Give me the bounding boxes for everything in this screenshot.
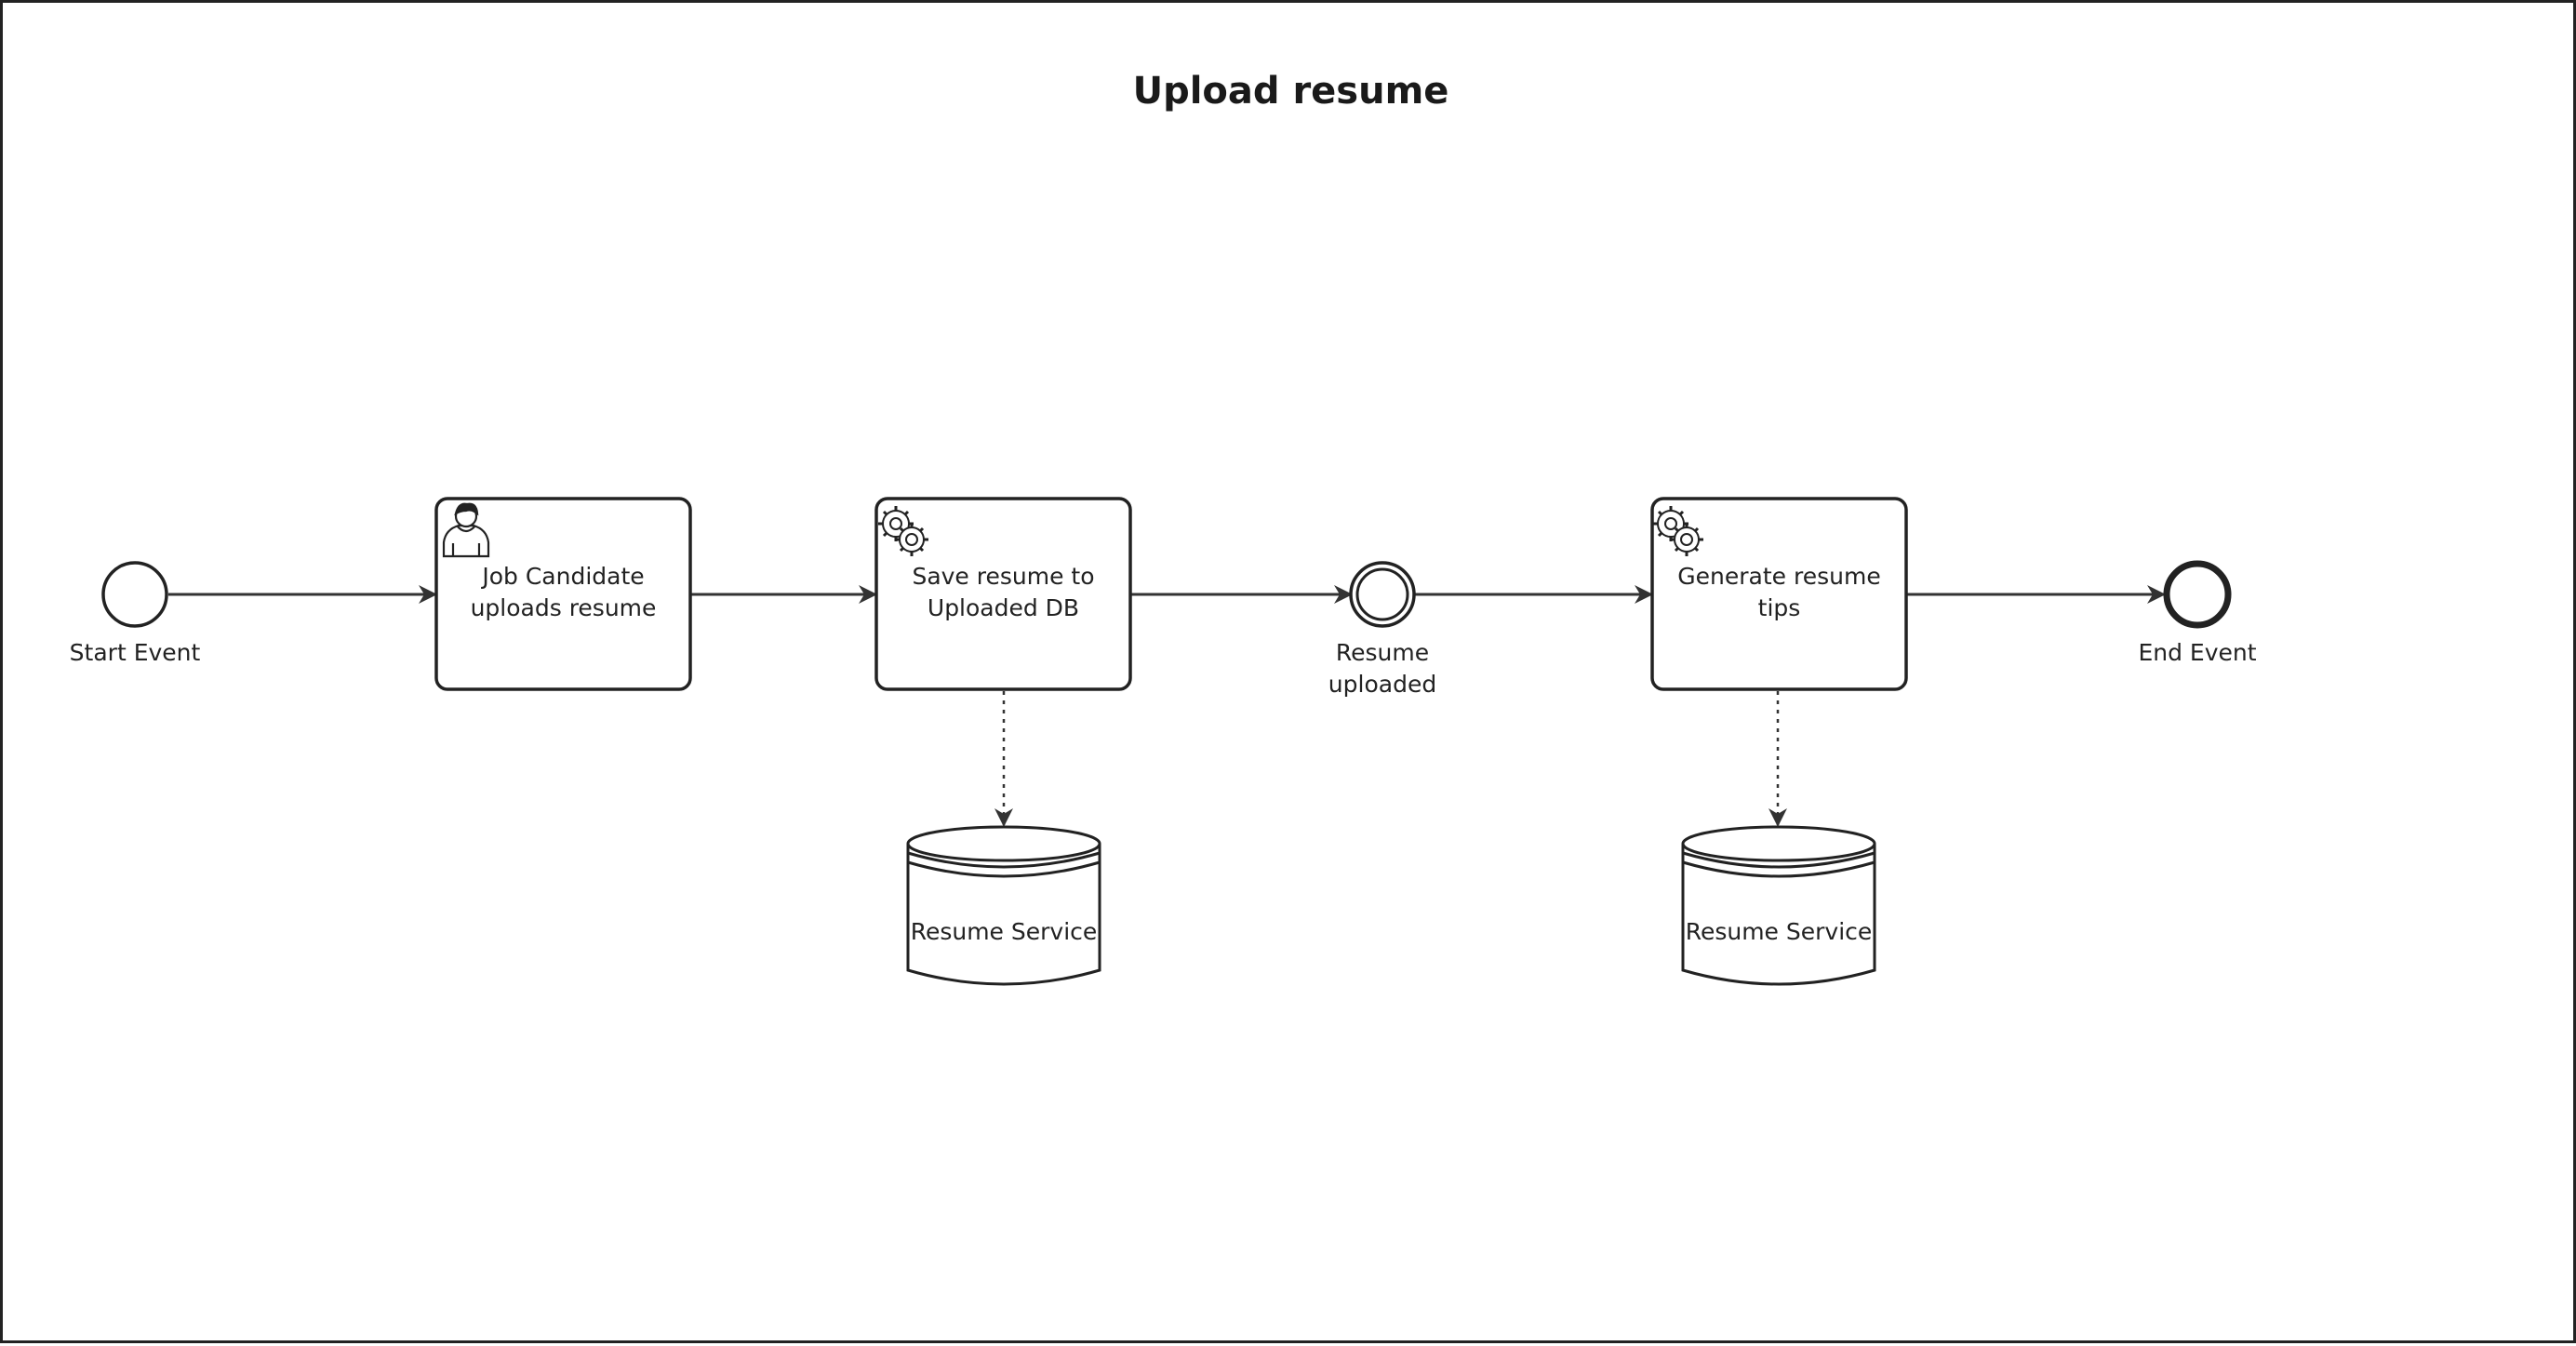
task-1-label-line1: Job Candidate [482,563,645,590]
end-event-label: End Event [2138,639,2257,666]
task-save-resume-to-uploaded-db[interactable] [874,497,1132,691]
end-event[interactable] [2163,560,2232,629]
task-1-label-line2: uploads resume [470,594,657,621]
intermediate-event-label-line2: uploaded [1328,671,1437,698]
datastore-2-label: Resume Service [1685,918,1873,945]
diagram-title: Upload resume [1132,70,1449,113]
task-2-label: Save resume to Uploaded DB [876,561,1130,624]
user-icon [442,502,490,558]
task-generate-resume-tips[interactable] [1650,497,1908,691]
task-job-candidate-uploads-resume[interactable] [434,497,692,691]
bpmn-diagram [101,497,2232,986]
gear-icon [878,506,928,556]
start-event[interactable] [101,561,168,628]
task-1-label: Job Candidate uploads resume [436,561,690,624]
intermediate-event-label: Resume uploaded [1289,637,1475,700]
task-2-label-line2: Uploaded DB [927,594,1080,621]
datastore-resume-service-1[interactable] [906,825,1101,986]
datastore-resume-service-2[interactable] [1681,825,1876,986]
intermediate-event[interactable] [1349,561,1416,628]
datastore-1-label: Resume Service [910,918,1098,945]
gear-icon [1653,506,1703,556]
task-3-label: Generate resume tips [1652,561,1906,624]
task-3-label-line1: Generate resume [1677,563,1881,590]
intermediate-event-label-line1: Resume [1335,639,1430,666]
task-3-label-line2: tips [1757,594,1801,621]
start-event-label: Start Event [69,639,201,666]
task-2-label-line1: Save resume to [912,563,1095,590]
